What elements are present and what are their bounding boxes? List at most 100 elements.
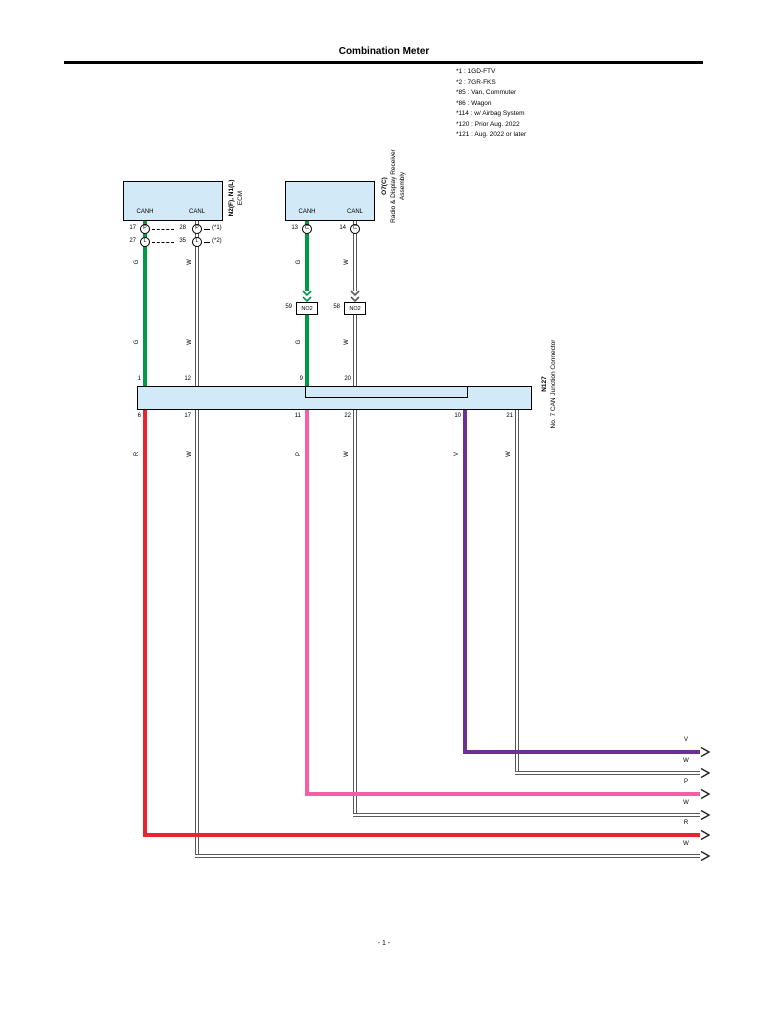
- ecm-name: ECM: [237, 190, 244, 206]
- pin-letter: L: [143, 238, 147, 245]
- legend-note: *114 : w/ Airbag System: [456, 110, 525, 117]
- legend-note: *120 : Prior Aug. 2022: [456, 120, 520, 128]
- variant-dash-line: [152, 229, 174, 230]
- wire-white-radio-canl-upper: [353, 221, 357, 291]
- wire-color-label: G: [134, 339, 140, 345]
- page-number: - 1 -: [377, 940, 391, 947]
- junction-bottom-pin: 22: [344, 413, 351, 419]
- wire-white-pin21-horizontal: [515, 771, 700, 775]
- junction-bottom-pin: 17: [184, 413, 191, 419]
- variant-note: (*2): [212, 238, 222, 244]
- radio-connector-label: O7(C) Radio & Display Receiver Assembly: [380, 142, 407, 230]
- variant-note: (*1): [212, 225, 222, 231]
- ecm-pin-number: 17: [129, 225, 136, 231]
- continuation-arrow-icon: [700, 788, 711, 800]
- inline-connector-chevron-icon: [350, 290, 360, 303]
- junction-top-pin: 1: [137, 376, 141, 382]
- pin-circle: P: [140, 224, 150, 234]
- radio-pin-number: 13: [291, 225, 298, 231]
- ecm-pin-number: 28: [179, 225, 186, 231]
- wire-color-label: W: [344, 339, 350, 345]
- wire-color-label: G: [296, 339, 302, 345]
- continuation-arrow-icon: [700, 829, 711, 841]
- legend-note: *2 : 7GR-FKS: [456, 78, 496, 86]
- wire-white-pin22-horizontal: [353, 813, 700, 817]
- junction-name: No. 7 CAN Junction Connector: [550, 339, 557, 429]
- ecm-box: [123, 181, 223, 221]
- wire-white-pin17-vertical: [195, 410, 199, 854]
- continuation-arrow-icon: [700, 850, 711, 862]
- wire-red-horizontal: [143, 833, 700, 837]
- junction-top-pin: 20: [344, 376, 351, 382]
- ecm-pin-number: 35: [179, 238, 186, 244]
- legend-notes: *1 : 1GD-FTV *2 : 7GR-FKS *85 : Van, Com…: [456, 68, 526, 142]
- wire-color-label: W: [344, 259, 350, 265]
- diagram-title: Combination Meter: [338, 46, 430, 57]
- wire-pink-horizontal: [305, 792, 700, 796]
- wire-violet-vertical: [463, 410, 467, 754]
- wire-green-radio-canh-lower: [305, 315, 309, 386]
- junction-connector-code: N127: [541, 376, 548, 392]
- exit-wire-label: V: [683, 737, 688, 743]
- continuation-arrow-icon: [700, 809, 711, 821]
- pin-circle: C: [302, 224, 312, 234]
- inline-connector-pin: 59: [285, 304, 292, 310]
- wire-white-pin17-horizontal: [195, 854, 700, 858]
- wire-green-radio-canh-upper: [305, 221, 309, 291]
- wire-white-pin22-vertical: [353, 410, 357, 813]
- junction-inner-line: [305, 397, 468, 398]
- wire-color-label: W: [344, 451, 350, 457]
- legend-note: *85 : Van, Commuter: [456, 89, 517, 96]
- pin-circle: L: [140, 237, 150, 247]
- wire-color-label: W: [187, 451, 193, 457]
- junction-bottom-pin: 10: [454, 413, 461, 419]
- wire-color-label: W: [187, 259, 193, 265]
- legend-note: *86 : Wagon: [456, 99, 492, 107]
- inline-connector-pin: 58: [333, 304, 340, 310]
- junction-connector-bar: [137, 386, 532, 410]
- exit-wire-label: W: [683, 758, 689, 764]
- wire-color-label: P: [296, 452, 302, 457]
- wire-color-label: V: [454, 452, 460, 457]
- wire-pink-vertical: [305, 410, 309, 796]
- junction-top-pin: 9: [299, 376, 303, 382]
- exit-wire-label: W: [683, 800, 689, 806]
- wire-white-ecm-canl: [195, 221, 199, 386]
- pin-circle: P: [192, 224, 202, 234]
- junction-bottom-pin: 11: [294, 413, 301, 419]
- radio-box: [285, 181, 375, 221]
- pin-letter: C: [305, 225, 309, 232]
- pin-letter: P: [143, 225, 147, 232]
- wire-color-label: R: [134, 451, 140, 457]
- inline-connector-box: NO2: [296, 302, 318, 315]
- wire-color-label: W: [187, 339, 193, 345]
- pin-letter: C: [353, 225, 357, 232]
- pin-letter: P: [195, 225, 199, 232]
- junction-bottom-pin: 21: [506, 413, 513, 419]
- junction-inner-line: [467, 386, 468, 397]
- ecm-pin-number: 27: [129, 238, 136, 244]
- pin-circle: L: [192, 237, 202, 247]
- inline-connector-box: NO2: [344, 302, 366, 315]
- exit-wire-label: R: [683, 820, 689, 826]
- radio-connector-code: O7(C): [381, 177, 388, 195]
- ecm-canh-label: CANH: [136, 209, 154, 215]
- wire-violet-horizontal: [463, 750, 700, 754]
- radio-name: Radio & Display Receiver Assembly: [390, 149, 406, 223]
- legend-note: *121 : Aug. 2022 or later: [456, 131, 527, 138]
- legend-note: *1 : 1GD-FTV: [456, 68, 496, 75]
- pin-circle: C: [350, 224, 360, 234]
- title-rule: [64, 61, 703, 64]
- wire-color-label: G: [134, 259, 140, 265]
- inline-connector-chevron-icon: [302, 290, 312, 303]
- wire-red-vertical: [143, 410, 147, 837]
- wire-color-label: G: [296, 259, 302, 265]
- junction-inner-line: [305, 386, 306, 397]
- exit-wire-label: P: [683, 779, 688, 785]
- junction-bottom-pin: 6: [137, 413, 141, 419]
- ecm-canl-label: CANL: [188, 209, 205, 215]
- radio-canh-label: CANH: [298, 209, 316, 215]
- radio-pin-number: 14: [339, 225, 346, 231]
- junction-top-pin: 12: [184, 376, 191, 382]
